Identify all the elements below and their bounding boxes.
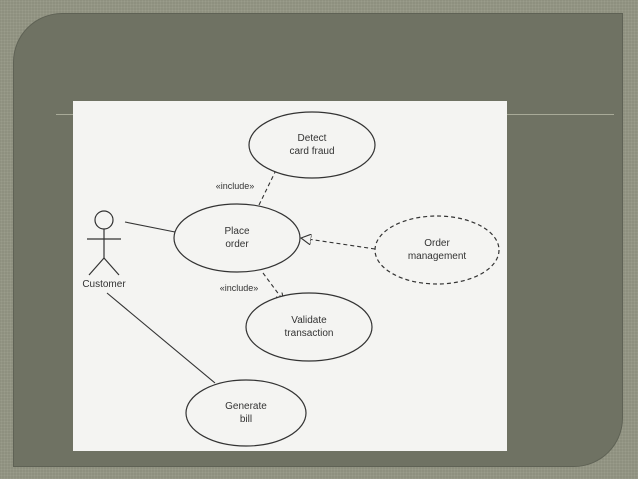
- use-case-place-order: [173, 203, 301, 273]
- order-management-label-line1: Order: [424, 238, 450, 249]
- place-order-label-line1: Place: [224, 226, 249, 237]
- association-customer-place-order: [124, 221, 176, 233]
- use-case-order-management: [374, 215, 500, 285]
- detect-label-line1: Detect: [298, 133, 327, 144]
- validate-label-line1: Validate: [291, 315, 327, 326]
- actor-head: [94, 210, 114, 230]
- validate-label-line2: transaction: [285, 328, 334, 339]
- use-case-diagram: Customer «include» «include» Detect card…: [73, 101, 507, 451]
- generate-bill-label-line1: Generate: [225, 401, 267, 412]
- detect-label-line2: card fraud: [289, 146, 334, 157]
- use-case-validate-transaction: [245, 292, 373, 362]
- include-top-label: «include»: [216, 181, 255, 191]
- use-case-detect-card-fraud: [248, 111, 376, 179]
- actor-customer: [87, 210, 121, 276]
- use-case-diagram-svg: Customer «include» «include» Detect card…: [82, 111, 500, 447]
- association-customer-generate-bill: [106, 292, 216, 384]
- actor-left-leg: [88, 257, 105, 276]
- use-case-generate-bill: [185, 379, 307, 447]
- order-management-label-line2: management: [408, 251, 467, 262]
- include-bottom-label: «include»: [220, 283, 259, 293]
- generate-bill-label-line2: bill: [240, 414, 252, 425]
- place-order-label-line2: order: [225, 239, 249, 250]
- include-validate-transaction: [262, 272, 283, 300]
- actor-customer-label: Customer: [82, 279, 126, 290]
- actor-right-leg: [103, 257, 120, 276]
- generalization-order-management: [301, 238, 376, 250]
